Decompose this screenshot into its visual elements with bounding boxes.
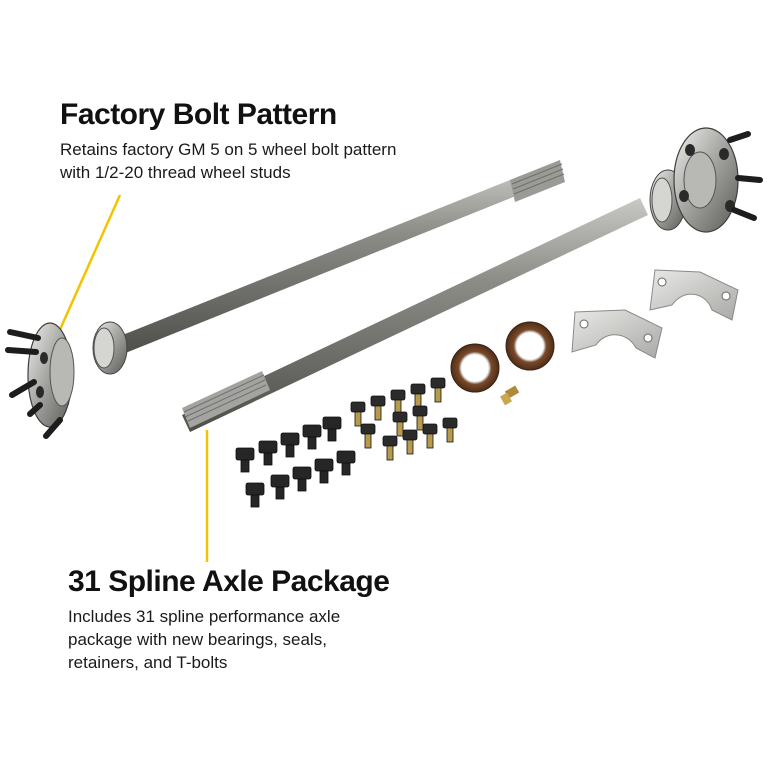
bearing-retainer-right [649, 269, 739, 321]
spline-package-callout: 31 Spline Axle Package Includes 31 splin… [68, 565, 398, 674]
axle-shaft-upper [92, 160, 565, 375]
lug-nut-set [235, 416, 356, 508]
axle-seal-right [505, 321, 555, 371]
wheel-flange-left [5, 322, 75, 439]
spline-package-title: 31 Spline Axle Package [68, 565, 390, 598]
bolt-pattern-title: Factory Bolt Pattern [60, 98, 337, 131]
bolt-pattern-description: Retains factory GM 5 on 5 wheel bolt pat… [60, 140, 397, 182]
vent-fitting [500, 385, 520, 406]
wheel-flange-right [673, 127, 763, 233]
bearing-retainer-left [571, 309, 663, 359]
spline-package-description: Includes 31 spline performance axle pack… [68, 607, 341, 672]
axle-shaft-lower [182, 169, 687, 432]
bolt-pattern-leader-line [48, 194, 122, 353]
axle-seal-left [450, 343, 500, 393]
t-bolt-set [350, 377, 458, 461]
bolt-pattern-callout: Factory Bolt Pattern Retains factory GM … [60, 98, 420, 184]
